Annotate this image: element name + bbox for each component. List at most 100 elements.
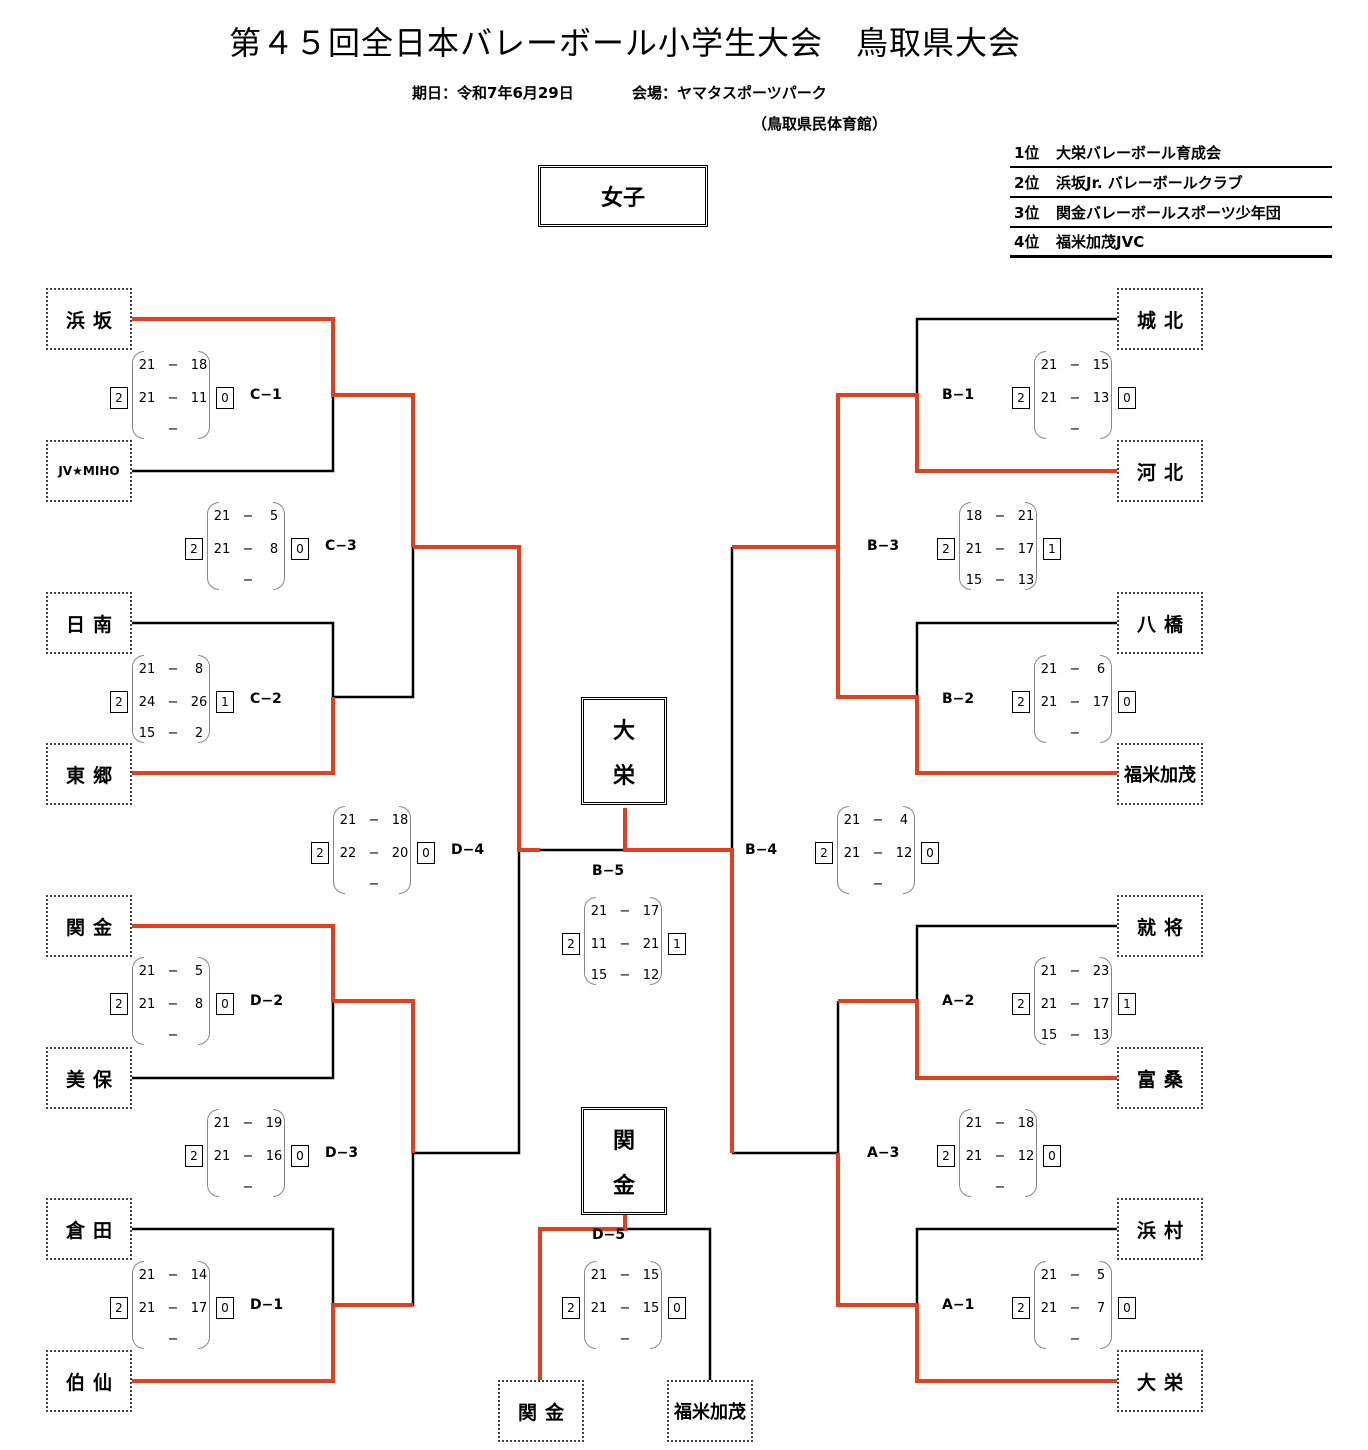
- ranking-row: 1位大栄バレーボール育成会: [1010, 138, 1332, 168]
- set-score: −: [136, 1329, 210, 1349]
- set-score-left: 11: [590, 936, 608, 952]
- games-won-left: 2: [1012, 993, 1030, 1015]
- set-score: 21−6: [1038, 659, 1112, 679]
- team-miho: 美保: [46, 1047, 132, 1109]
- team-yahashi: 八橋: [1117, 592, 1203, 654]
- games-won-left: 2: [937, 1145, 955, 1167]
- set-score-left: 21: [339, 812, 357, 828]
- set-score-dash: −: [368, 812, 380, 828]
- set-score-dash: −: [242, 541, 254, 557]
- games-won-left: 2: [185, 1145, 203, 1167]
- set-score-dash: −: [619, 1300, 631, 1316]
- set-score: 21−5: [1038, 1265, 1112, 1285]
- set-score-left: 21: [1040, 963, 1058, 979]
- set-score: 21−12: [963, 1146, 1037, 1166]
- set-score-left: 15: [1040, 1027, 1058, 1043]
- set-score: −: [211, 570, 285, 590]
- set-score-right: 12: [642, 967, 660, 983]
- win-togo: [132, 697, 335, 775]
- games-won-right: 0: [291, 538, 309, 560]
- games-won-left: 2: [110, 993, 128, 1015]
- set-score: 21−23: [1038, 961, 1112, 981]
- games-won-right: 1: [216, 691, 234, 713]
- set-score: 15−2: [136, 723, 210, 743]
- set-score-right: 17: [642, 903, 660, 919]
- match-code: B−1: [942, 387, 975, 403]
- line-nichinan: [132, 621, 335, 697]
- games-won-left: 2: [562, 933, 580, 955]
- set-score: 24−26: [136, 692, 210, 712]
- games-won-right: 0: [417, 842, 435, 864]
- set-score-left: 21: [138, 1267, 156, 1283]
- set-score-dash: −: [619, 936, 631, 952]
- line-c2-to-c3: [333, 547, 415, 699]
- set-score-right: 21: [642, 936, 660, 952]
- set-score-dash: −: [242, 508, 254, 524]
- set-score-dash: −: [1069, 725, 1081, 741]
- set-score-left: 21: [138, 357, 156, 373]
- set-score: 11−21: [588, 934, 662, 954]
- set-score-right: 17: [1092, 996, 1110, 1012]
- set-score-left: 22: [339, 845, 357, 861]
- set-score-dash: −: [1069, 357, 1081, 373]
- champion-box: 大 栄: [581, 697, 667, 805]
- set-score: −: [588, 1329, 662, 1349]
- games-won-left: 2: [1012, 1297, 1030, 1319]
- set-score-left: 21: [213, 508, 231, 524]
- set-score-left: 21: [1040, 390, 1058, 406]
- set-score-dash: −: [242, 1115, 254, 1131]
- win-hakusen: [132, 1303, 413, 1383]
- set-score-right: 26: [190, 694, 208, 710]
- games-won-right: 0: [1118, 387, 1136, 409]
- set-score-right: 5: [269, 508, 279, 524]
- match-code: C−3: [325, 538, 357, 554]
- set-score-right: 15: [642, 1300, 660, 1316]
- set-score-left: 21: [138, 996, 156, 1012]
- set-score: 15−13: [963, 570, 1037, 590]
- set-score-dash: −: [167, 1267, 179, 1283]
- games-won-right: 0: [216, 387, 234, 409]
- set-score-right: 17: [190, 1300, 208, 1316]
- set-score-right: 15: [1092, 357, 1110, 373]
- set-score-dash: −: [1069, 694, 1081, 710]
- set-score-dash: −: [872, 845, 884, 861]
- set-score-left: 21: [138, 1300, 156, 1316]
- set-score: 21−17: [588, 901, 662, 921]
- set-score: 21−14: [136, 1265, 210, 1285]
- set-score-left: 21: [1040, 996, 1058, 1012]
- line-yahashi: [915, 621, 1118, 697]
- set-score-left: 21: [138, 390, 156, 406]
- set-score-left: 21: [843, 845, 861, 861]
- match-code: D−1: [250, 1297, 284, 1313]
- team-togo: 東郷: [46, 743, 132, 805]
- set-score-dash: −: [167, 421, 179, 437]
- set-score-left: 21: [213, 1115, 231, 1131]
- win-sekigane: [132, 924, 415, 1153]
- bracket-lines-winner: [132, 317, 1118, 1383]
- team-hamamura: 浜村: [1117, 1198, 1203, 1260]
- team-third-b: 福米加茂: [667, 1380, 753, 1442]
- games-won-right: 1: [668, 933, 686, 955]
- set-score-right: 23: [1092, 963, 1110, 979]
- set-score-left: 21: [138, 963, 156, 979]
- set-score-right: 13: [1092, 1027, 1110, 1043]
- set-score: 21−4: [841, 810, 915, 830]
- set-score: 21−18: [136, 355, 210, 375]
- set-score-dash: −: [1069, 421, 1081, 437]
- set-score: −: [337, 874, 411, 894]
- games-won-left: 2: [937, 538, 955, 560]
- set-score: −: [136, 419, 210, 439]
- set-score-left: 21: [138, 661, 156, 677]
- set-score-left: 21: [843, 812, 861, 828]
- set-score: 21−8: [211, 539, 285, 559]
- event-venue: 会場：ヤマタスポーツパーク: [632, 84, 827, 102]
- set-score: −: [963, 1177, 1037, 1197]
- set-score-dash: −: [1069, 1267, 1081, 1283]
- ranking-team: 大栄バレーボール育成会: [1056, 143, 1222, 162]
